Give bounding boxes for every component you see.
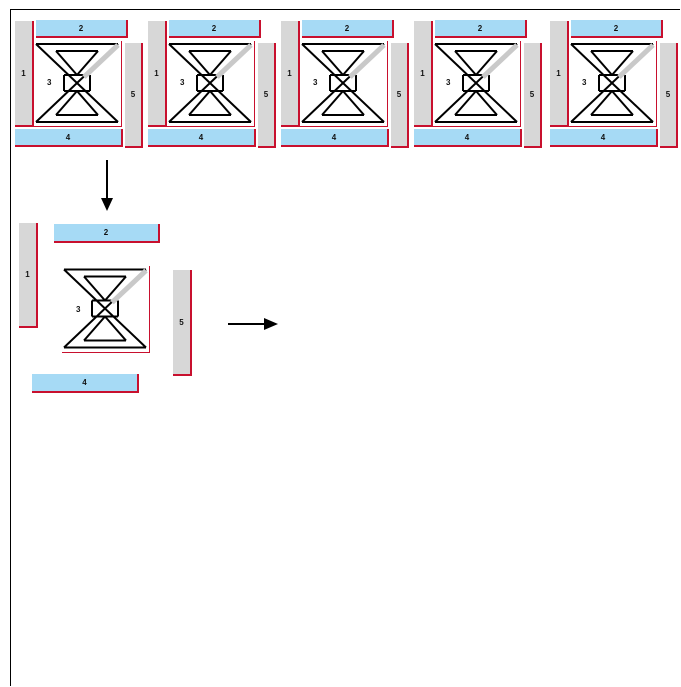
piece-5-vertical-bar: 5 [391,43,409,148]
piece-2-horizontal-bar: 2 [54,224,160,243]
piece-4-horizontal-bar: 4 [148,129,256,147]
piece-3-label: 3 [47,78,52,87]
piece-2-horizontal-bar: 2 [36,20,128,38]
down-arrow-icon [101,160,113,211]
piece-3-label: 3 [76,305,81,314]
piece-4-label: 4 [464,132,470,142]
piece-4-horizontal-bar: 4 [414,129,522,147]
piece-5-label: 5 [665,90,671,99]
piece-1-vertical-bar: 1 [550,21,569,127]
piece-4-horizontal-bar: 4 [15,129,123,147]
piece-3-label: 3 [180,78,185,87]
piece-2-horizontal-bar: 2 [571,20,663,38]
piece-4-label: 4 [198,132,204,142]
piece-4-horizontal-bar: 4 [32,374,139,393]
piece-1-label: 1 [556,68,561,78]
piece-1-label: 1 [287,68,292,78]
piece-2-label: 2 [344,23,350,33]
piece-3-center-square: 3 [433,41,521,127]
piece-4-label: 4 [82,378,87,387]
piece-3-label: 3 [313,78,318,87]
piece-5-label: 5 [263,90,269,99]
piece-2-horizontal-bar: 2 [169,20,261,38]
piece-3-label: 3 [582,78,587,87]
piece-2-horizontal-bar: 2 [302,20,394,38]
piece-5-label: 5 [179,317,184,327]
piece-2-label: 2 [103,228,109,237]
piece-3-center-square: 3 [62,266,150,353]
piece-1-vertical-bar: 1 [148,21,167,127]
piece-4-label: 4 [600,132,606,142]
hourglass-pattern-icon [434,43,519,123]
piece-5-label: 5 [529,90,535,99]
piece-1-vertical-bar: 1 [19,223,38,328]
piece-1-vertical-bar: 1 [414,21,433,127]
piece-2-label: 2 [613,23,619,33]
diagram-frame [10,9,680,686]
piece-3-label: 3 [446,78,451,87]
piece-1-label: 1 [21,68,26,78]
piece-2-horizontal-bar: 2 [435,20,527,38]
piece-3-center-square: 3 [34,41,122,127]
piece-3-center-square: 3 [300,41,388,127]
piece-5-vertical-bar: 5 [524,43,542,148]
hourglass-pattern-icon [570,43,655,123]
piece-1-vertical-bar: 1 [15,21,34,127]
piece-2-label: 2 [78,23,84,33]
piece-4-label: 4 [331,132,337,142]
piece-3-center-square: 3 [167,41,255,127]
piece-2-label: 2 [211,23,217,33]
piece-5-label: 5 [130,90,136,99]
piece-1-label: 1 [25,270,30,279]
piece-1-label: 1 [154,68,159,78]
piece-2-label: 2 [477,23,483,33]
piece-4-horizontal-bar: 4 [281,129,389,147]
piece-5-label: 5 [396,90,402,99]
right-arrow-icon [228,318,278,330]
piece-5-vertical-bar: 5 [125,43,143,148]
piece-5-vertical-bar: 5 [660,43,678,148]
piece-3-center-square: 3 [569,41,657,127]
hourglass-pattern-icon [63,268,148,349]
hourglass-pattern-icon [35,43,120,123]
piece-5-vertical-bar: 5 [173,270,192,376]
hourglass-pattern-icon [301,43,386,123]
hourglass-pattern-icon [168,43,253,123]
piece-1-label: 1 [420,68,425,78]
piece-5-vertical-bar: 5 [258,43,276,148]
piece-1-vertical-bar: 1 [281,21,300,127]
piece-4-label: 4 [65,132,71,142]
piece-4-horizontal-bar: 4 [550,129,658,147]
